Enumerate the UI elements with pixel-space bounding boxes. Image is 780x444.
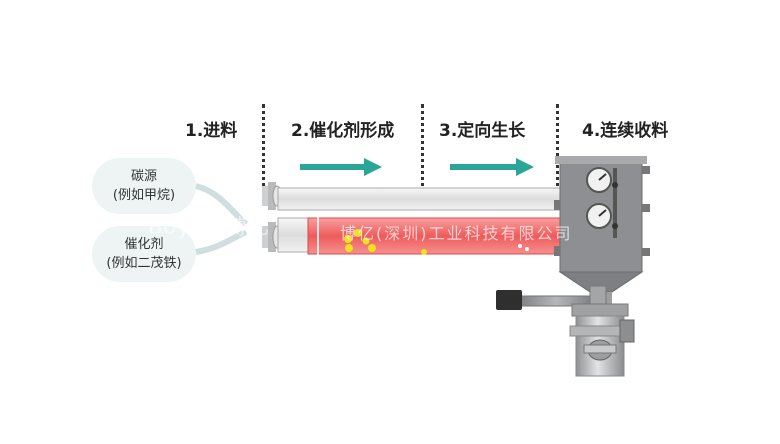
catalyst-example: (例如二茂铁) bbox=[106, 256, 182, 271]
lower-tube-inlet bbox=[277, 217, 311, 253]
stage-label-catalyst-formation: 2.催化剂形成 bbox=[291, 121, 395, 141]
stage-divider-3 bbox=[556, 104, 559, 194]
upper-tube bbox=[277, 187, 569, 211]
stage-divider-1 bbox=[262, 104, 265, 194]
carbon-source-example: (例如甲烷) bbox=[112, 188, 176, 203]
collection-chamber bbox=[554, 156, 650, 304]
stage-label-feed: 1.进料 bbox=[185, 121, 238, 141]
catalyst-label: 催化剂 bbox=[124, 237, 164, 252]
brand-watermark: Boyee 博亿 bbox=[148, 215, 271, 239]
stage-label-directional-growth: 3.定向生长 bbox=[439, 121, 526, 141]
collection-column bbox=[569, 303, 635, 377]
stage-label-continuous-collection: 4.连续收料 bbox=[582, 121, 669, 141]
catalyst-bubble: 催化剂 (例如二茂铁) bbox=[92, 226, 196, 282]
flow-arrow-2 bbox=[450, 158, 534, 176]
stage-divider-2 bbox=[421, 104, 424, 194]
carbon-source-connector bbox=[195, 183, 248, 227]
carbon-source-bubble: 碳源 (例如甲烷) bbox=[92, 158, 196, 214]
carbon-source-label: 碳源 bbox=[130, 169, 157, 184]
catalyst-particles bbox=[344, 229, 529, 255]
valve-handle bbox=[496, 290, 522, 310]
catalyst-connector bbox=[195, 229, 248, 255]
company-watermark: 博亿(深圳)工业科技有限公司 bbox=[340, 224, 573, 243]
flow-arrow-1 bbox=[300, 158, 382, 176]
